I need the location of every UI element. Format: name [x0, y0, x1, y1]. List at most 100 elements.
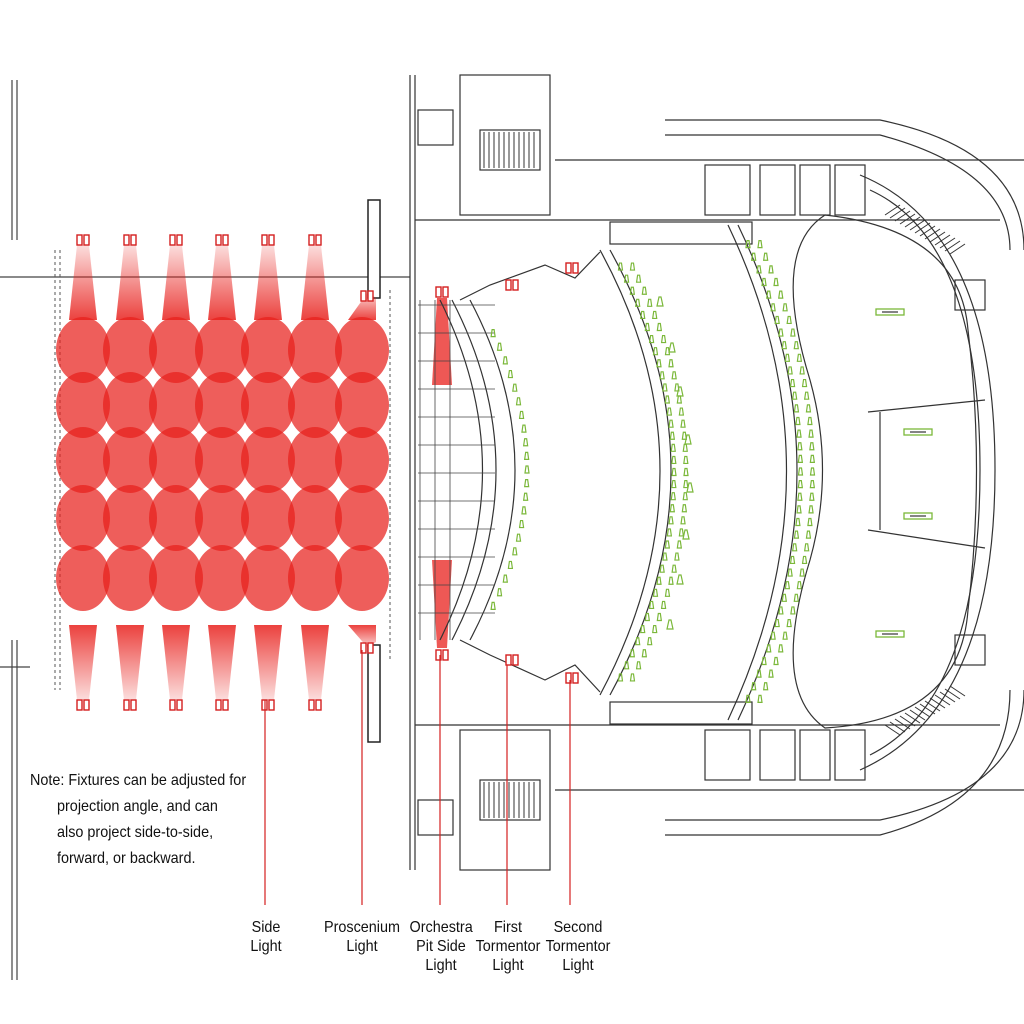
- light-pool: [56, 372, 110, 438]
- seat: [659, 564, 665, 573]
- seat: [745, 240, 751, 249]
- seat: [750, 682, 757, 691]
- light-fixture-icon: [565, 262, 579, 274]
- seat: [635, 637, 641, 646]
- balcony-fixture-icon: [903, 512, 933, 520]
- seat: [648, 600, 655, 610]
- balcony-fixture-icon: [903, 428, 933, 436]
- light-pool: [241, 372, 295, 438]
- seat: [664, 588, 671, 597]
- seat: [512, 547, 518, 556]
- stair-tread: [924, 228, 941, 240]
- seat: [797, 467, 804, 476]
- light-fixture-icon: [308, 234, 322, 246]
- light-fixture-icon: [565, 672, 579, 684]
- seat: [666, 619, 674, 630]
- label-leader-lines: [264, 650, 571, 905]
- light-pool: [103, 372, 157, 438]
- light-pool: [288, 427, 342, 493]
- stair-tread: [899, 213, 916, 225]
- light-pool: [195, 545, 249, 611]
- seat: [507, 369, 514, 379]
- seat: [790, 606, 796, 615]
- beam-bottom: [208, 625, 236, 700]
- stair-tread: [909, 219, 926, 231]
- seat: [664, 540, 671, 549]
- seat: [805, 530, 812, 539]
- seat: [795, 416, 801, 426]
- seat: [786, 315, 792, 325]
- light-fixture-icon: [169, 234, 183, 246]
- seat: [676, 540, 683, 549]
- seat: [787, 568, 793, 577]
- light-fixture-icon: [169, 699, 183, 711]
- seat: [641, 649, 648, 658]
- seat: [676, 574, 684, 585]
- seat: [682, 492, 688, 501]
- seat: [807, 416, 813, 426]
- light-fixture-icon: [360, 290, 374, 302]
- seat: [782, 631, 788, 640]
- beam-bottom: [162, 625, 190, 700]
- seat: [652, 347, 659, 356]
- beam-bottom: [116, 625, 144, 700]
- seat: [496, 342, 503, 351]
- seat: [660, 600, 667, 610]
- seat: [680, 516, 686, 525]
- light-pool: [149, 545, 203, 611]
- seat: [660, 334, 667, 344]
- seat: [496, 588, 503, 597]
- light-pool: [149, 427, 203, 493]
- label-line: Light: [562, 957, 594, 974]
- seat: [659, 371, 665, 380]
- stair-tread: [894, 718, 911, 730]
- seat: [652, 588, 659, 597]
- seat: [793, 341, 799, 350]
- seat: [778, 606, 784, 615]
- seat: [683, 467, 689, 477]
- seat: [778, 290, 784, 299]
- stair-tread: [944, 688, 961, 700]
- label-line: Proscenium: [323, 919, 401, 936]
- seat: [683, 455, 689, 465]
- light-pool: [149, 485, 203, 551]
- stair-tread: [949, 685, 966, 697]
- light-pool: [288, 485, 342, 551]
- seat: [662, 383, 668, 392]
- light-fixture-icon: [123, 699, 137, 711]
- beam-bottom: [301, 625, 329, 700]
- seat: [766, 644, 772, 653]
- light-pool: [103, 545, 157, 611]
- stair-tread: [894, 210, 911, 222]
- stair-tread: [929, 231, 946, 243]
- seat: [793, 404, 800, 413]
- seat: [656, 359, 662, 368]
- light-fixture-icon: [435, 286, 449, 298]
- light-fixture-icon: [215, 699, 229, 711]
- light-pool: [288, 317, 342, 383]
- stair-tread: [904, 216, 921, 228]
- seat: [770, 303, 776, 312]
- seat: [682, 443, 688, 452]
- stair-tread: [919, 703, 936, 715]
- seat: [766, 290, 772, 299]
- label-proscenium-light: Proscenium Light: [321, 918, 404, 956]
- seat: [789, 378, 796, 388]
- stair-tread: [914, 222, 931, 234]
- seat: [668, 342, 676, 353]
- light-fixture-icon: [435, 649, 449, 661]
- seat: [803, 543, 810, 552]
- seat: [799, 568, 805, 577]
- seat: [656, 612, 663, 622]
- rear-stairs: [884, 204, 966, 736]
- seat: [768, 669, 774, 678]
- seat: [656, 576, 662, 585]
- seat: [623, 661, 630, 670]
- stage-rail-lines: [54, 250, 391, 690]
- label-orchestra-pit-side-light: Orchestra Pit Side Light: [410, 918, 473, 975]
- beam-top: [162, 245, 190, 320]
- note-line: projection angle, and can: [57, 798, 218, 815]
- seat: [774, 315, 780, 325]
- seat: [796, 581, 803, 590]
- label-line: First: [493, 919, 522, 936]
